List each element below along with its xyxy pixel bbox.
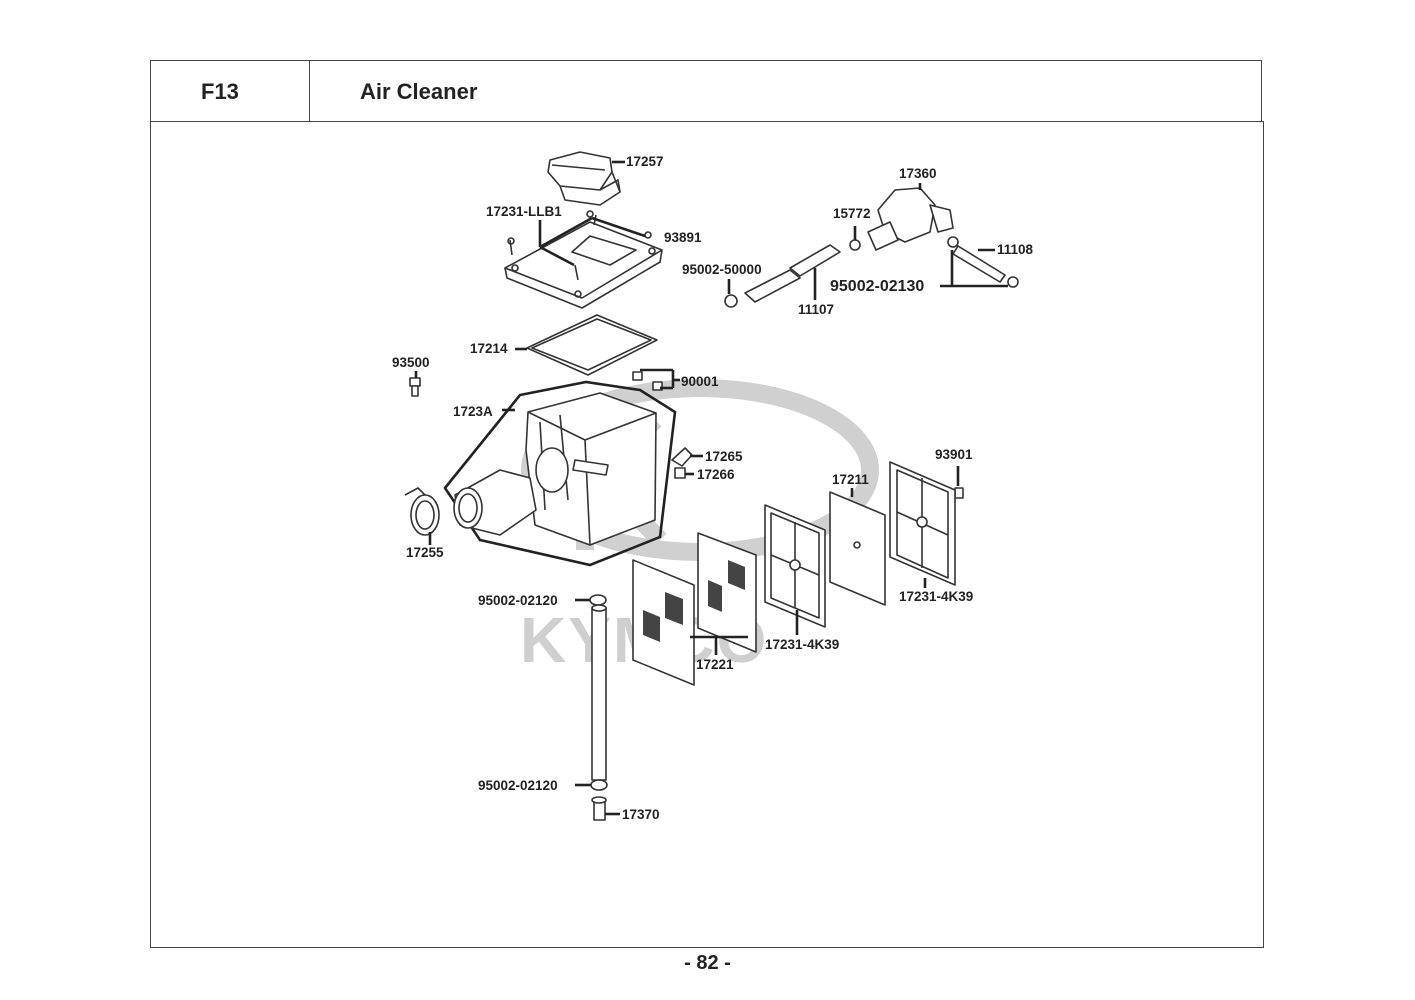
part-17265-17266-elbow: [671, 447, 703, 479]
callout-93500: 93500: [392, 355, 430, 370]
callout-11108: 11108: [997, 242, 1034, 257]
callout-93891: 93891: [664, 230, 702, 245]
callout-95002-50000: 95002-50000: [682, 262, 762, 277]
callout-95002-02120-top: 95002-02120: [478, 593, 558, 608]
callout-90001: 90001: [681, 374, 719, 389]
part-17231-4k39-mid-frame: [764, 504, 826, 635]
callout-17231-4k39-mid: 17231-4K39: [765, 637, 839, 652]
part-93901-screw: [954, 466, 964, 499]
part-93500-screw: [409, 371, 421, 397]
part-17257-intake-duct: [547, 151, 625, 206]
part-17221-plates: [632, 532, 757, 686]
callout-1723a: 1723A: [453, 404, 493, 419]
part-17231-4k39-right-frame: [889, 461, 956, 588]
part-17255-clamp: [404, 487, 440, 545]
callout-17255: 17255: [406, 545, 444, 560]
callout-17360: 17360: [899, 166, 937, 181]
callout-17266: 17266: [697, 467, 735, 482]
part-breather-hoses: [724, 183, 1019, 308]
part-90001-screws: [632, 368, 680, 391]
part-17214-gasket: [515, 314, 658, 376]
callout-95002-02120-bottom: 95002-02120: [478, 778, 558, 793]
section-code: F13: [151, 61, 310, 122]
callout-17370: 17370: [622, 807, 660, 822]
callout-95002-02130: 95002-02130: [830, 278, 924, 295]
header-table: F13 Air Cleaner: [150, 60, 1262, 122]
part-17211-filter-element: [829, 488, 886, 606]
callout-17231-llb1: 17231-LLB1: [486, 204, 562, 219]
callout-17257: 17257: [626, 154, 664, 169]
callout-11107: 11107: [798, 302, 834, 317]
callout-17214: 17214: [470, 341, 508, 356]
callout-17221: 17221: [696, 657, 734, 672]
part-17231-llb1-cover: [504, 210, 663, 309]
callout-17211: 17211: [832, 472, 869, 487]
callout-17265: 17265: [705, 449, 743, 464]
part-drain-tube: [575, 594, 620, 821]
page-number: - 82 -: [684, 952, 731, 974]
callout-17231-4k39-right: 17231-4K39: [899, 589, 973, 604]
section-title: Air Cleaner: [360, 79, 478, 104]
part-1723a-air-box: [443, 380, 677, 567]
callout-15772: 15772: [833, 206, 871, 221]
callout-93901: 93901: [935, 447, 973, 462]
diagram-frame: [150, 121, 1264, 948]
